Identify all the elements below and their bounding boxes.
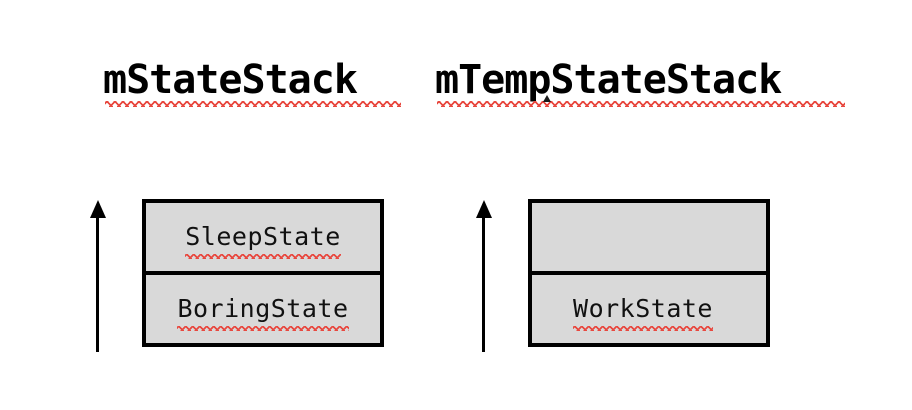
up-arrow-icon-left (90, 200, 106, 352)
stack-title-right: mTempStateStack (435, 57, 782, 103)
arrowhead-right (476, 200, 492, 218)
spellcheck-squiggle-cell (573, 326, 713, 331)
cell-text-wrap: SleepState (185, 222, 341, 259)
stack-cell-workstate[interactable]: WorkState (532, 271, 766, 343)
arrowhead-left (90, 200, 106, 218)
arrow-shaft-left (96, 216, 99, 352)
cell-text-wrap: BoringState (177, 294, 349, 331)
spellcheck-squiggle-cell (185, 254, 341, 259)
stack-cell-boringstate[interactable]: BoringState (146, 271, 380, 343)
spellcheck-squiggle-cell (177, 326, 349, 331)
stack-left: SleepState BoringState (142, 199, 384, 347)
stack-cell-label: SleepState (185, 222, 341, 251)
stack-cell-sleepstate[interactable]: SleepState (146, 203, 380, 271)
stack-cell-label: BoringState (177, 294, 349, 323)
arrow-shaft-right (482, 216, 485, 352)
stack-right: WorkState (528, 199, 770, 347)
cell-text-wrap: WorkState (573, 294, 713, 331)
stack-title-left: mStateStack (103, 57, 358, 103)
stack-cell-empty[interactable] (532, 203, 766, 271)
text-caret-marker (543, 95, 551, 102)
stack-cell-label: WorkState (573, 294, 713, 323)
up-arrow-icon-right (476, 200, 492, 352)
